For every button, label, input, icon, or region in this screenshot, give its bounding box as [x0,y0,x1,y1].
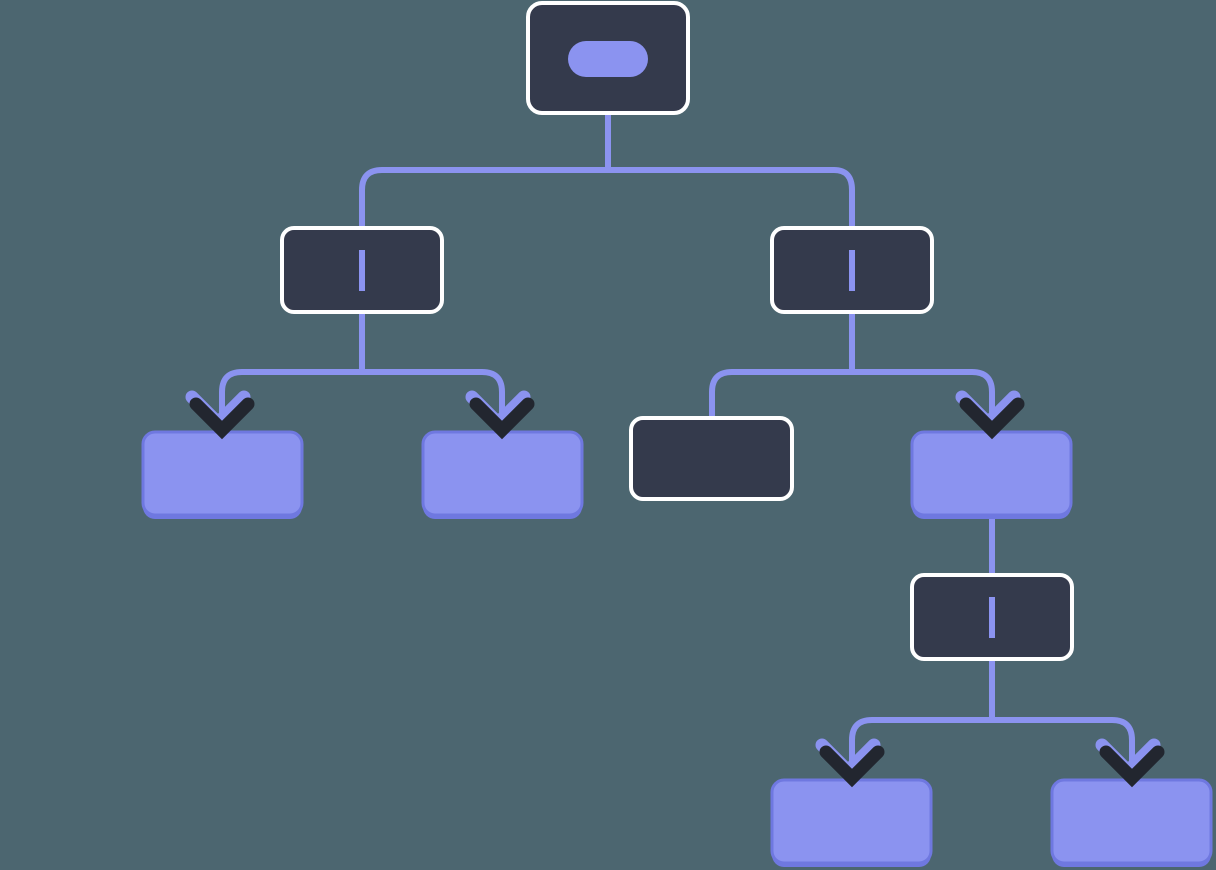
arrowhead-sub-branch-to-leaf-4 [815,738,885,788]
leaf-node-5-body[interactable] [1050,778,1213,865]
leaf-node-4[interactable] [770,778,933,867]
root-node[interactable] [526,1,690,115]
chevron-dark-icon [819,745,885,788]
chevron-dark-icon [959,397,1025,440]
connector-sub-branch-to-leaf-5 [992,717,1135,780]
arrowhead-branch-left-to-leaf-2 [465,390,535,440]
chevron-dark-icon [469,397,535,440]
leaf-node-1-body[interactable] [141,430,304,517]
leaf-node-3[interactable] [910,430,1073,519]
terminal-node-dark-body[interactable] [629,416,794,501]
leaf-node-2-body[interactable] [421,430,584,517]
chevron-dark-icon [189,397,255,440]
arrowhead-branch-left-to-leaf-1 [185,390,255,440]
arrowhead-branch-right-to-leaf-3 [955,390,1025,440]
arrowhead-sub-branch-to-leaf-5 [1095,738,1165,788]
leaf-node-5[interactable] [1050,778,1213,867]
leaf-node-1[interactable] [141,430,304,519]
root-pill-badge [568,41,648,77]
chevron-dark-icon [1099,745,1165,788]
leaf-node-2[interactable] [421,430,584,519]
arrow-layer [185,390,1165,788]
connector-branch-left-to-leaf-2 [362,369,505,432]
terminal-node-dark[interactable] [629,416,794,501]
connector-branch-right-to-leaf-3 [852,369,995,432]
leaf-node-3-body[interactable] [910,430,1073,517]
inner-line-layer [359,250,995,638]
leaf-node-4-body[interactable] [770,778,933,865]
